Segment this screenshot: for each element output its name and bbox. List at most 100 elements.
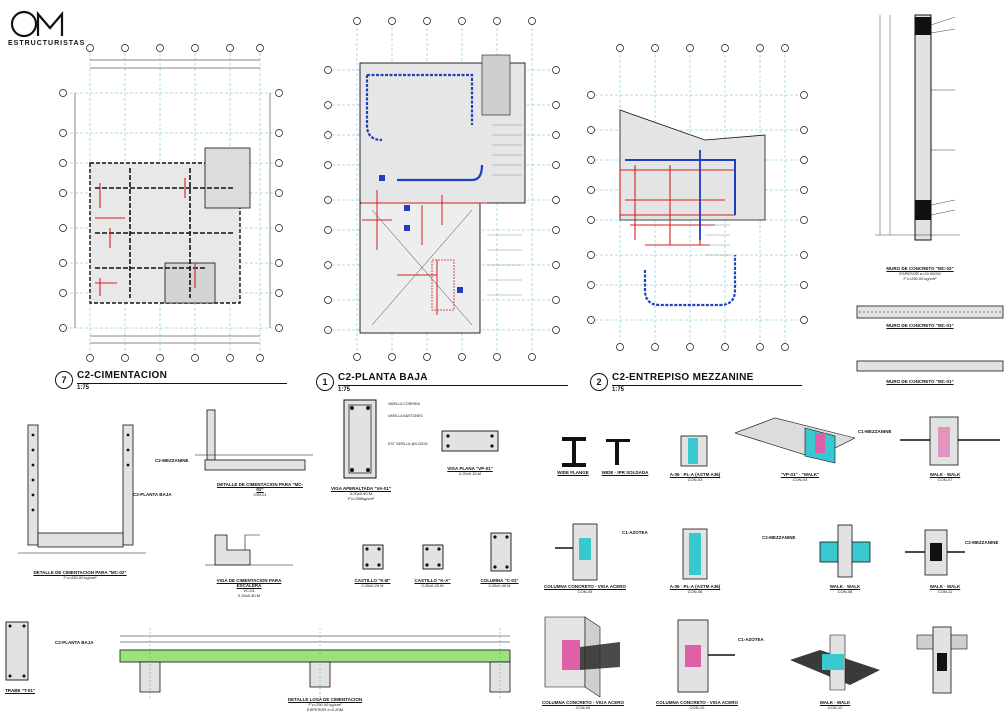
columna-c01-section: [490, 532, 512, 572]
columna-c01-title: COLUMNA "C-01": [480, 578, 519, 583]
viga-escalera-size: 0.20x0.40 M: [237, 593, 260, 598]
placa2-sub: CON-06: [687, 589, 703, 594]
plan-name-mezzanine: C2-ENTREPISO MEZZANINE: [612, 372, 754, 383]
level-azotea-a: C1-AZOTEA: [622, 530, 648, 535]
placa2-detail: [682, 528, 708, 580]
walk2-sub: CON-08: [837, 589, 853, 594]
plan-number-cimentacion: 7: [55, 371, 73, 389]
viga-aperaltada-sub: 0.20x0.60 M: [349, 491, 372, 496]
level-mezzanine-a: C2-MEZZANINE: [155, 458, 189, 463]
muro-mc01b-title: MURO DE CONCRETO "MC-01": [886, 379, 954, 384]
losa-cim-sub: ESPESOR e=0.20M: [306, 707, 344, 712]
walk1-title: WALK · WALK: [929, 472, 961, 477]
losa-cim-title: DETALLE LOSA DE CIMENTACION: [287, 697, 363, 702]
cim-mc-sub: CIM-01: [253, 492, 267, 497]
cim-mc-title: DETALLE DE CIMENTACION PARA "MC-01": [217, 482, 303, 492]
walk-iso-detail: [790, 634, 880, 691]
rebar-corrida-label: VARILLA CORRIDA: [388, 402, 420, 406]
castillo-ka-sub: 0.20x0.20 M: [421, 583, 444, 588]
viga-escalera-detail: [205, 534, 293, 566]
walk-section-final: [916, 626, 968, 694]
col-viga-iso-a: [544, 616, 620, 698]
viga-aperaltada-fc: F'c=250kg/cm²: [347, 496, 375, 501]
plan-planta-baja: [322, 15, 562, 363]
col-viga-title: COLUMNA CONCRETO - VIGA ACERO: [544, 584, 626, 589]
level-planta-baja-b: C2-PLANTA BAJA: [55, 640, 94, 645]
plan-number-mezzanine: 2: [590, 373, 608, 391]
plan-title-mezzanine: 2 C2-ENTREPISO MEZZANINE 1:75: [590, 372, 805, 395]
castillo-ka-section: [422, 544, 444, 570]
rebar-estribo-label: EST VARILLA @0.20CM: [388, 442, 428, 446]
plan-cimentacion: [55, 38, 287, 368]
plan-name-cimentacion: C2-CIMENTACION: [77, 370, 168, 381]
walk3-title: WALK · WALK: [929, 584, 961, 589]
vp01-iso-sub: CON-04: [792, 477, 808, 482]
walk3-sub: CON-11: [937, 589, 953, 594]
col-viga2-title: COLUMNA CONCRETO - VIGA ACERO: [542, 700, 624, 705]
viga-plana-sub: 0.20x0.15 M: [458, 471, 481, 476]
wide-flange-title: WIDE FLANGE: [557, 470, 589, 475]
col-viga2-sub: CON-09: [575, 705, 591, 710]
cim-mc02-detail: [18, 424, 146, 554]
cm-logo-icon: [10, 10, 64, 38]
plan-name-planta-baja: C2-PLANTA BAJA: [338, 372, 428, 383]
muro-mc02-title: MURO DE CONCRETO "MC-02": [886, 266, 954, 271]
col-viga-sub: CON-05: [577, 589, 593, 594]
steel-profiles: [562, 437, 630, 467]
vp01-iso-detail: [735, 417, 855, 464]
walk-detail-a: [900, 416, 1000, 466]
cim-mc02-fc: F'c=250.00 kg/cm²: [63, 575, 97, 580]
castillo-b-section: [362, 544, 384, 570]
muro-mc02-fc: F'c=250.00 kg/cm²: [903, 276, 937, 281]
viga-aperaltada-title: VIGA APERALTADA "VA-01": [330, 486, 392, 491]
plan-mezzanine: [585, 40, 810, 355]
viga-plana-section: [441, 430, 499, 452]
muro-mc02-sub: ESPESOR e=20.00CM: [899, 271, 941, 276]
viga-aperaltada-section: [343, 399, 377, 479]
placa-a36-detail: [680, 435, 708, 467]
muro-mc01-plan-a: [856, 305, 1004, 319]
level-mezzanine-b: C2-MEZZANINE: [762, 535, 796, 540]
col-viga3-sub: CON-10: [689, 705, 705, 710]
plan-title-planta-baja: 1 C2-PLANTA BAJA 1:75: [316, 372, 576, 395]
columna-c01-sub: 0.20x0.40 M: [488, 583, 511, 588]
castillo-b-sub: 0.20x0.20 M: [361, 583, 384, 588]
placa-title: A-36 · PL-A (ASTM A36): [669, 472, 721, 477]
cim-mc02-title: DETALLE DE CIMENTACION PARA "MC-02": [33, 570, 127, 575]
plan-title-cimentacion: 7 C2-CIMENTACION 1:75: [55, 370, 290, 393]
walk-detail-c: [905, 529, 965, 576]
muro-mc01-title: MURO DE CONCRETO "MC-01": [886, 323, 954, 328]
trabe-title: TRABE "T-01": [4, 688, 36, 693]
placa-sub: CON-03: [687, 477, 703, 482]
rebar-bastones-label: VARILLA BASTONES: [388, 414, 423, 418]
logo-text: ESTRUCTURISTAS: [8, 40, 86, 47]
muro-mc01-plan-b: [856, 360, 1004, 372]
plan-cimentacion-drawing: [59, 44, 283, 362]
plan-scale-planta-baja: 1:75: [338, 387, 351, 393]
viga-escalera-title: VIGA DE CIMENTACION PARA ESCALERA: [216, 578, 282, 588]
level-azotea-b: C1-AZOTEA: [738, 637, 764, 642]
vp01-iso-title: "VP-01" · "WALK": [780, 472, 820, 477]
level-planta-baja-a: C2-PLANTA BAJA: [133, 492, 172, 497]
castillo-b-title: CASTILLO "K-B": [354, 578, 391, 583]
muro-mc02-section: [875, 14, 960, 241]
placa2-title: A-36 · PL-A (ASTM A36): [669, 584, 721, 589]
plan-mezzanine-drawing: [587, 44, 808, 351]
plan-scale-cimentacion: 1:75: [77, 385, 90, 391]
level-mezzanine-c: C2-MEZZANINE: [965, 540, 999, 545]
walk-detail-b: [819, 524, 871, 578]
col-viga3-title: COLUMNA CONCRETO - VIGA ACERO: [656, 700, 738, 705]
trabe-t01-section: [5, 621, 29, 681]
plan-number-planta-baja: 1: [316, 373, 334, 391]
losa-cimentacion-detail: [119, 628, 511, 698]
cim-mc-detail: [195, 409, 313, 471]
col-viga-detail: [555, 523, 598, 581]
ipr-title: WIDE · IPR SOLDADA: [601, 470, 649, 475]
level-mezzanine-c1: C1-MEZZANINE: [858, 429, 892, 434]
plan-scale-mezzanine: 1:75: [612, 387, 625, 393]
plan-planta-baja-drawing: [324, 17, 560, 361]
castillo-ka-title: CASTILLO "K-A": [414, 578, 451, 583]
viga-escalera-sub: VC-01: [243, 588, 255, 593]
walk2-title: WALK · WALK: [829, 584, 861, 589]
walk4-title: WALK · WALK: [819, 700, 851, 705]
